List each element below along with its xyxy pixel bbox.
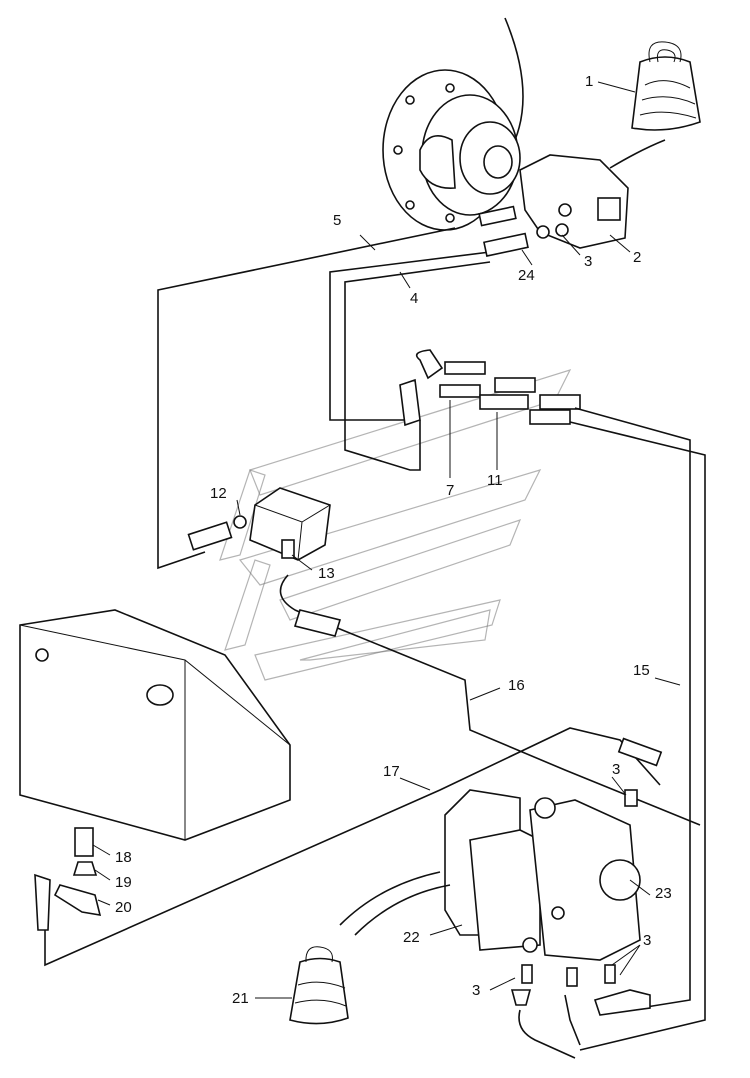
fittings-3-lower xyxy=(510,789,638,1006)
hose-4 xyxy=(329,251,491,471)
hose-16 xyxy=(279,574,701,826)
motor-flywheel-assembly xyxy=(382,17,666,249)
callout-5: 5 xyxy=(333,212,341,229)
callout-3: 3 xyxy=(584,253,592,270)
callout-23: 23 xyxy=(655,885,672,902)
distributor-block-12 xyxy=(187,487,331,561)
callout-12: 12 xyxy=(210,485,227,502)
fitting-13 xyxy=(281,539,295,559)
callout-1: 1 xyxy=(585,73,593,90)
leader-lines xyxy=(92,81,681,999)
callout-19: 19 xyxy=(115,874,132,891)
callout-labels: 1 2 3 24 5 4 7 11 12 13 15 16 17 3 18 19… xyxy=(115,73,672,1007)
callout-15: 15 xyxy=(633,662,650,679)
hose-17 xyxy=(44,727,663,967)
callout-22: 22 xyxy=(403,929,420,946)
callout-20: 20 xyxy=(115,899,132,916)
callout-3-lower-left: 3 xyxy=(472,982,480,999)
parts-bag-1 xyxy=(631,41,701,131)
callout-24: 24 xyxy=(518,267,535,284)
fittings-3-top xyxy=(536,203,572,239)
hose-15 xyxy=(569,407,706,1051)
callout-21: 21 xyxy=(232,990,249,1007)
fitting-19 xyxy=(72,861,98,876)
callout-2: 2 xyxy=(633,249,641,266)
fitting-18 xyxy=(74,827,94,857)
parts-bag-21 xyxy=(289,946,349,1025)
hose-5 xyxy=(157,227,456,570)
fittings-7-11-cluster xyxy=(399,349,581,427)
fitting-20 xyxy=(34,873,102,931)
hydraulic-pump-assembly xyxy=(444,789,641,961)
callout-17: 17 xyxy=(383,763,400,780)
callout-3-lower-right: 3 xyxy=(643,932,651,949)
curve-strokes xyxy=(339,871,451,936)
callout-4: 4 xyxy=(410,290,418,307)
hydraulic-tank xyxy=(19,609,291,841)
callout-13: 13 xyxy=(318,565,335,582)
callout-18: 18 xyxy=(115,849,132,866)
callout-3-right: 3 xyxy=(612,761,620,778)
callout-11: 11 xyxy=(487,472,503,489)
callout-7: 7 xyxy=(446,482,454,499)
callout-16: 16 xyxy=(508,677,525,694)
lower-hoses xyxy=(518,989,651,1059)
fitting-24 xyxy=(478,205,529,257)
